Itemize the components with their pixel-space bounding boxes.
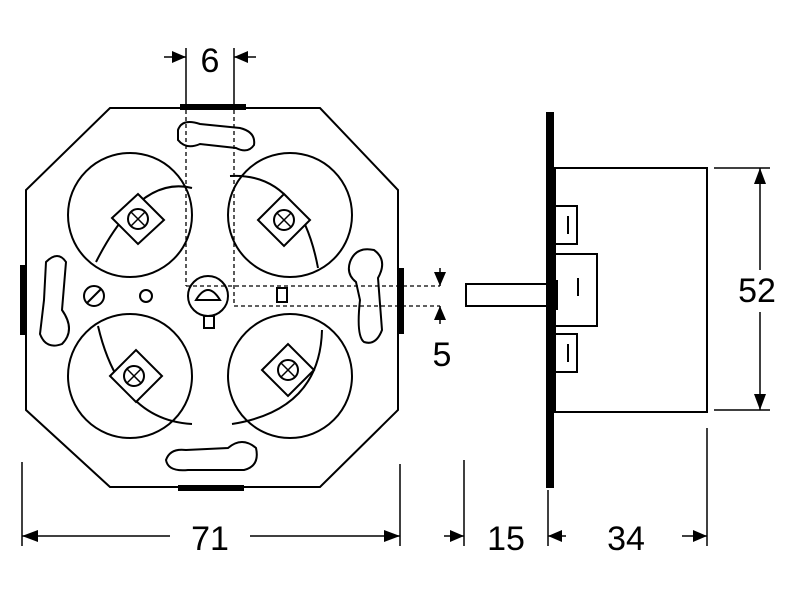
terminal-top-right <box>227 152 353 278</box>
hidden-lines <box>185 110 440 307</box>
pin-top <box>554 205 578 245</box>
left-slot <box>38 255 70 347</box>
terminal-top-left <box>67 152 193 278</box>
box-outline <box>25 107 399 488</box>
dim-depth-front-label: 15 <box>487 520 525 558</box>
top-slot <box>177 121 256 152</box>
terminal-bottom-right <box>227 313 353 439</box>
left-tab <box>20 265 26 335</box>
dim-top-gap-label: 6 <box>201 42 220 80</box>
dim-height-label: 52 <box>738 272 776 310</box>
pin-bottom <box>554 333 578 373</box>
small-square <box>276 287 288 303</box>
terminal-bottom-left <box>67 313 193 439</box>
pin-middle <box>554 253 598 327</box>
bottom-tab <box>178 485 244 491</box>
shaft-shoulder <box>546 280 558 310</box>
side-view <box>465 112 708 488</box>
shaft <box>465 283 549 307</box>
front-view <box>20 104 440 491</box>
small-hole <box>139 289 153 303</box>
dim-side-gap-label: 5 <box>433 336 452 374</box>
small-screw <box>83 285 105 307</box>
dim-width-label: 71 <box>191 520 229 558</box>
dimension-lines <box>21 48 770 546</box>
center-boss <box>187 275 229 329</box>
dim-depth-back-label: 34 <box>607 520 645 558</box>
bottom-slot <box>164 441 258 472</box>
right-slot <box>347 248 384 344</box>
top-tab <box>180 104 246 110</box>
right-tab <box>398 268 404 334</box>
